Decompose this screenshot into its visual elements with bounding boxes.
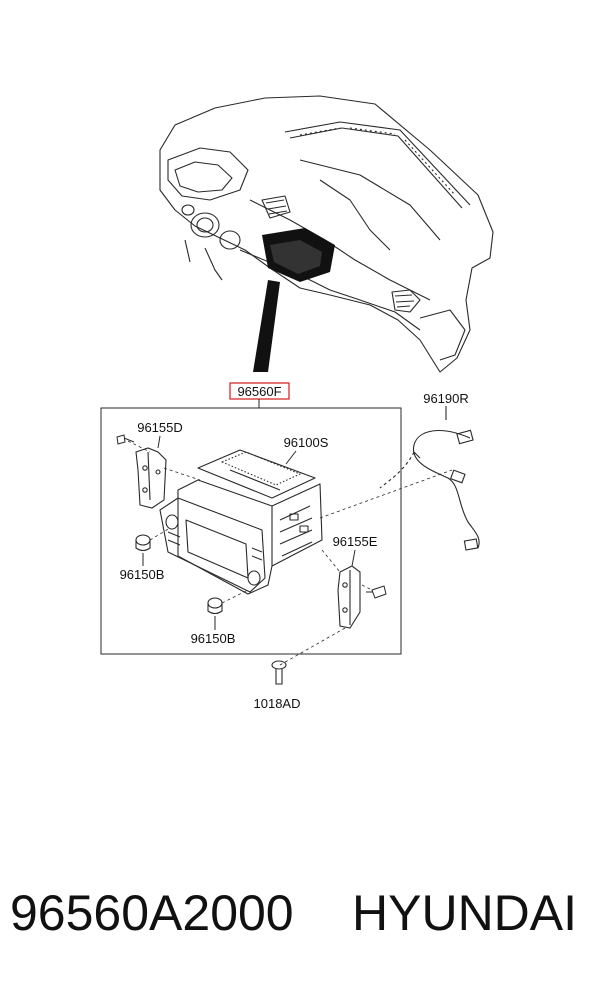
head-unit-location-highlight bbox=[253, 228, 335, 372]
screw-1018ad bbox=[271, 660, 287, 685]
brand-name: HYUNDAI bbox=[352, 885, 578, 941]
knob-upper bbox=[135, 534, 151, 552]
bracket-right-label: 96155E bbox=[333, 534, 378, 549]
harness-label: 96190R bbox=[423, 391, 469, 406]
wiring-harness bbox=[379, 406, 480, 551]
screw-right bbox=[366, 585, 387, 599]
bracket-left-label: 96155D bbox=[137, 420, 183, 435]
head-unit-label: 96100S bbox=[284, 435, 329, 450]
head-unit bbox=[159, 449, 323, 595]
assembly-label: 96560F bbox=[237, 384, 281, 399]
assembly-frame bbox=[100, 407, 402, 655]
dashboard-illustration bbox=[159, 95, 494, 373]
bracket-right bbox=[337, 565, 361, 629]
knob-lower bbox=[207, 597, 223, 615]
assembly-leader-lines bbox=[127, 440, 373, 666]
parts-diagram: 96560F 96190R 96155D 96100S bbox=[100, 95, 494, 711]
knob-upper-label: 96150B bbox=[120, 567, 165, 582]
screw-label: 1018AD bbox=[254, 696, 301, 711]
screw-left bbox=[116, 434, 135, 445]
bracket-left bbox=[135, 447, 167, 509]
knob-lower-label: 96150B bbox=[191, 631, 236, 646]
part-number: 96560A2000 bbox=[10, 885, 294, 941]
